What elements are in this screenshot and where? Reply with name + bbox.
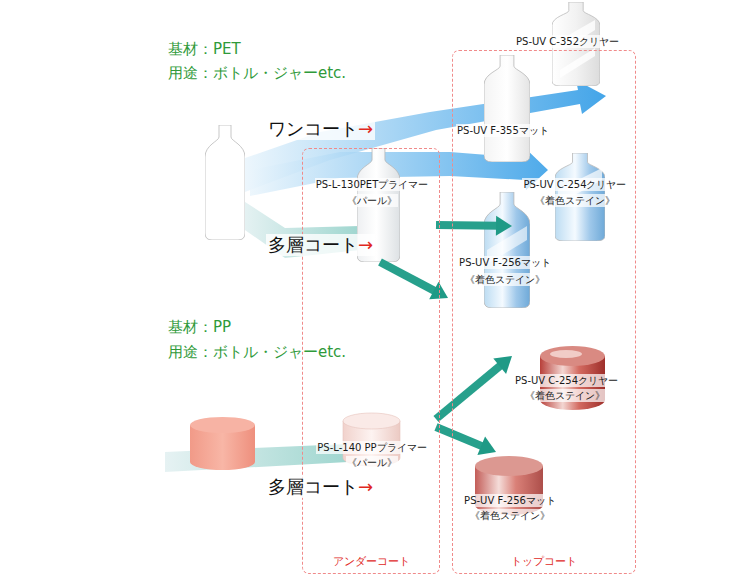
coat-flow-arrow <box>380 262 448 299</box>
product-name: PS-L-130PETプライマー <box>315 178 430 191</box>
product-label: PS-UV C-254クリヤー《着色ステイン》 <box>512 340 636 412</box>
coat-arrow: → <box>358 476 373 498</box>
topcoat-region: トップコートPS-UV C-352クリヤーPS-UV F-355マットPS-UV… <box>452 50 636 574</box>
flow-line <box>436 221 500 230</box>
region-label: アンダーコート <box>331 555 412 569</box>
flow-line <box>380 262 437 292</box>
product-label: PS-UV C-352クリヤー <box>510 2 634 90</box>
coat-flow-arrow <box>436 216 512 236</box>
clear-highlight <box>560 20 595 78</box>
coat-arrow: → <box>358 234 373 256</box>
coat-type: ワンコート <box>268 118 358 140</box>
coat-type: 多層コート <box>268 234 358 256</box>
product-name: PS-UV F-256マット <box>463 494 557 507</box>
coat-flow-arrow <box>436 427 496 455</box>
product-name: PS-UV F-355マット <box>456 124 550 137</box>
flow-line <box>436 364 503 419</box>
blue-stain-matte-bottle <box>484 192 530 308</box>
product-name: PS-UV F-256マット <box>458 256 552 269</box>
multi-coat-ribbon <box>242 200 360 258</box>
substrate-note: 用途：ボトル・ジャーetc. <box>168 343 346 362</box>
matte-bottle <box>484 55 530 162</box>
coat-heading: 多層コート→ <box>266 476 375 498</box>
arrowhead <box>493 356 512 374</box>
product-name: PS-UV C-254クリヤー <box>514 374 619 387</box>
substrate-note: 用途：ボトル・ジャーetc. <box>168 64 346 83</box>
arrowhead <box>477 437 496 455</box>
product-name: PS-UV C-254クリヤー <box>522 178 627 191</box>
product-label: PS-L-140 PPプライマー《パール》 <box>308 405 436 472</box>
product-name: PS-UV C-352クリヤー <box>515 35 620 48</box>
product-name: PS-L-140 PPプライマー <box>316 441 427 454</box>
region-label: トップコート <box>509 555 579 569</box>
arrowhead <box>496 216 512 236</box>
coat-arrow: → <box>358 118 373 140</box>
coat-type: 多層コート <box>268 476 358 498</box>
pet-base-bottle <box>205 125 245 240</box>
flow-line <box>436 427 485 447</box>
coat-heading: ワンコート→ <box>266 118 375 140</box>
product-label: PS-UV C-254クリヤー《着色ステイン》 <box>512 150 636 242</box>
product-finish: 《着色ステイン》 <box>469 509 551 522</box>
product-label: PS-UV F-355マット <box>454 55 564 162</box>
pp-base-jar <box>190 417 255 470</box>
product-finish: 《着色ステイン》 <box>534 194 616 207</box>
product-finish: 《着色ステイン》 <box>524 389 606 402</box>
product-finish: 《パール》 <box>346 194 398 207</box>
product-label: PS-UV F-256マット《着色ステイン》 <box>456 452 568 530</box>
coat-heading: 多層コート→ <box>266 234 375 256</box>
substrate-note: 基材：PP <box>168 318 231 337</box>
substrate-note: 基材：PET <box>168 40 241 59</box>
product-finish: 《着色ステイン》 <box>464 273 546 286</box>
product-label: PS-UV F-256マット《着色ステイン》 <box>448 190 564 310</box>
arrowhead <box>429 282 448 300</box>
coat-flow-arrow <box>436 356 512 419</box>
product-finish: 《パール》 <box>346 456 398 469</box>
